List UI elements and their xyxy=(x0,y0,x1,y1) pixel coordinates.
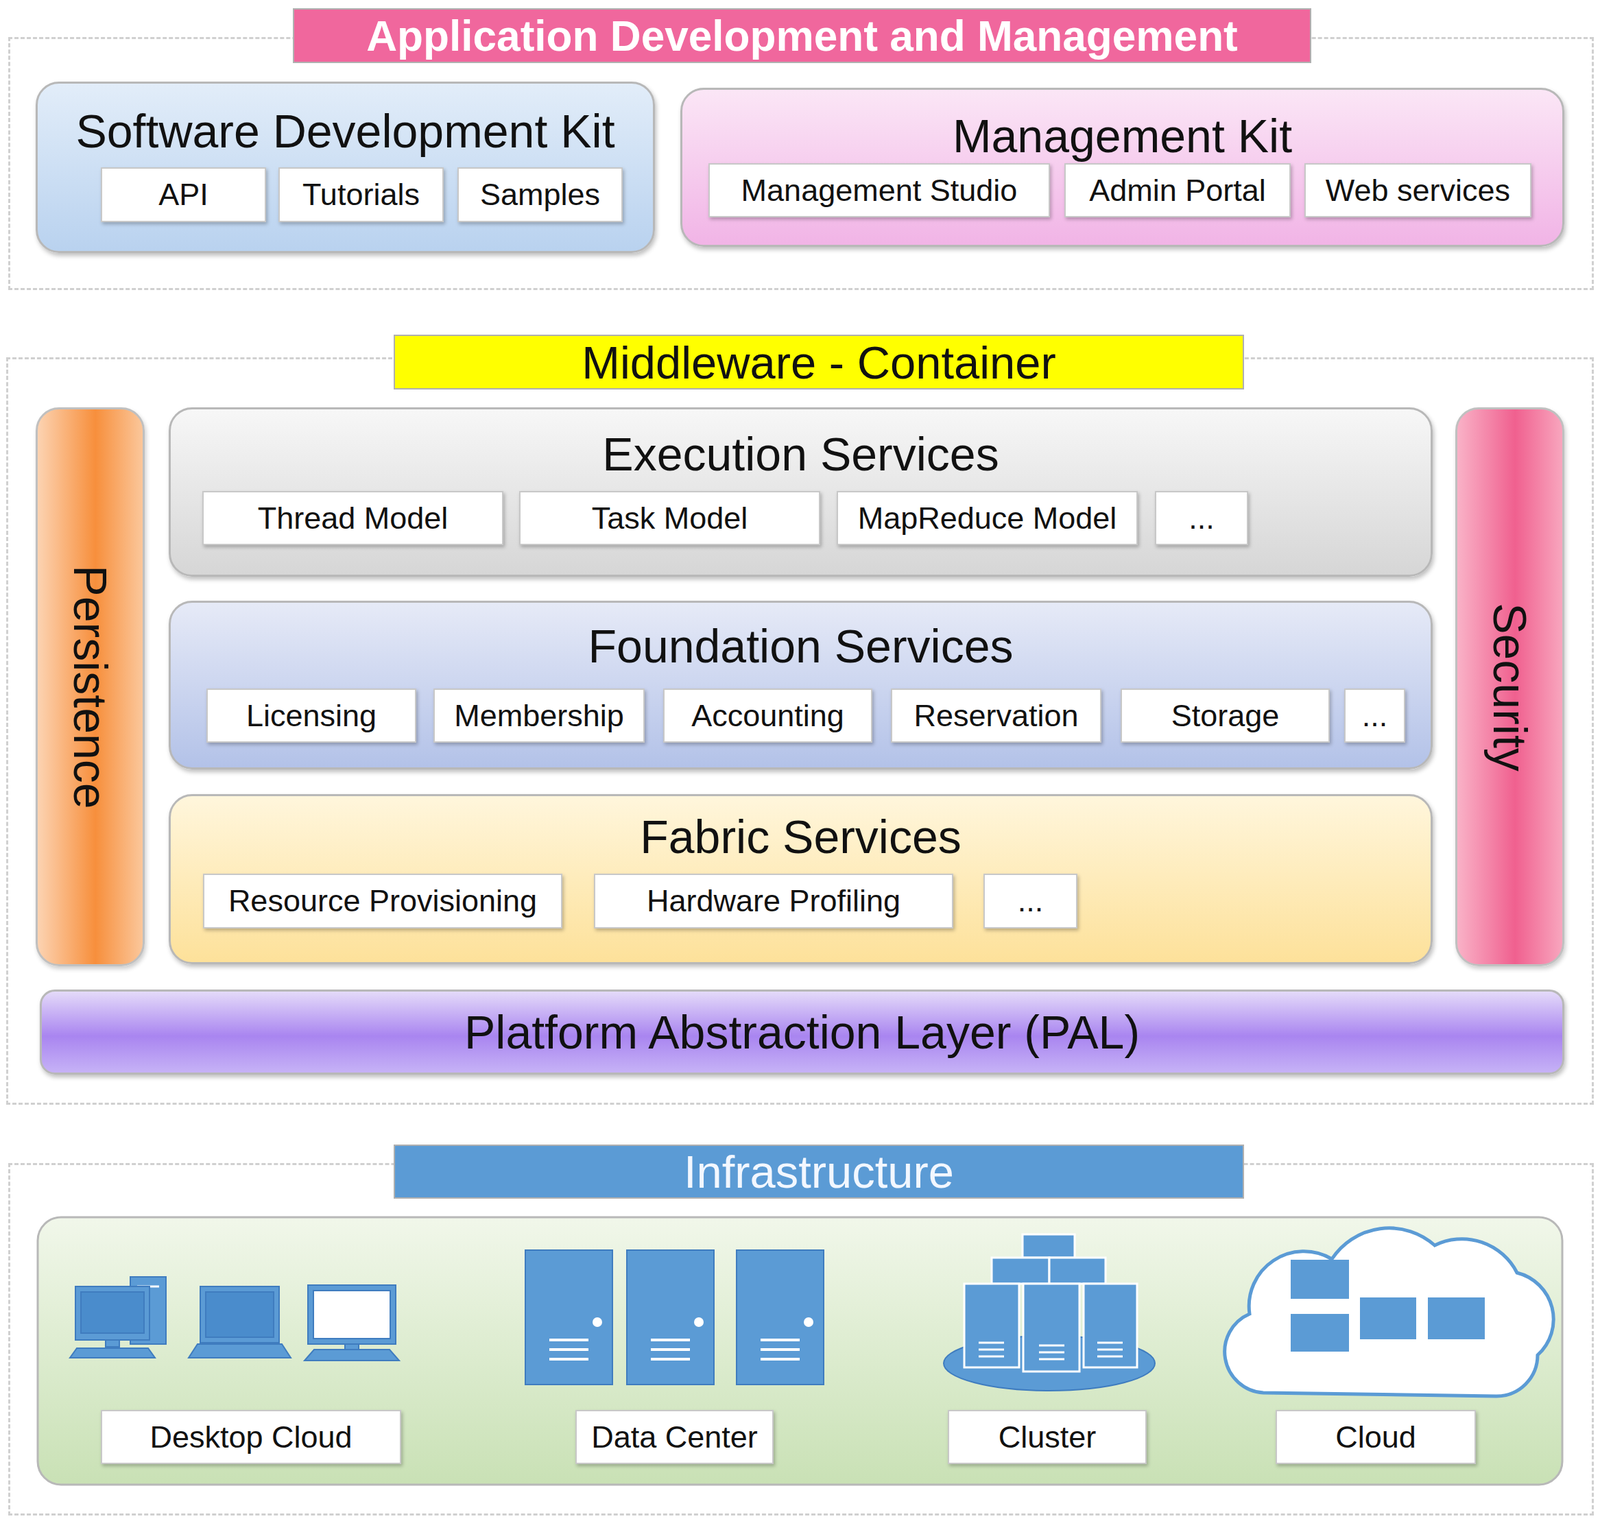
item-label: Reservation xyxy=(913,698,1079,734)
heading-text: Persistence xyxy=(63,565,118,809)
item-box: Thread Model xyxy=(202,491,504,546)
heading-text: Execution Services xyxy=(602,428,999,481)
heading-row: Execution Services xyxy=(170,428,1431,481)
heading-text: Security xyxy=(1483,602,1537,772)
layer-title: Middleware - Container xyxy=(393,334,1245,390)
item-label: API xyxy=(158,176,209,213)
item-box: Task Model xyxy=(519,491,821,546)
kit-panel: Software Development KitAPI Tutorials Samp… xyxy=(35,81,655,254)
layer-group: InfrastructureDesktop CloudData CenterCl… xyxy=(8,1163,1594,1516)
item-box: Data Center xyxy=(575,1410,774,1465)
item-label: Data Center xyxy=(591,1419,758,1456)
item-label: Management Studio xyxy=(741,172,1018,209)
item-box: Tutorials xyxy=(278,167,444,223)
service-panel: Fabric ServicesResource Provisioning Hard… xyxy=(168,794,1433,965)
item-box: ... xyxy=(983,873,1078,929)
heading-row: Management Kit xyxy=(682,110,1563,162)
item-box: Reservation xyxy=(890,688,1102,743)
side-bar: Persistence xyxy=(35,407,145,967)
pal-bar: Platform Abstraction Layer (PAL) xyxy=(39,989,1565,1075)
heading-text: Fabric Services xyxy=(639,811,962,863)
item-box: MapReduce Model xyxy=(836,491,1138,546)
side-bar: Security xyxy=(1455,407,1565,967)
heading-text: Foundation Services xyxy=(588,620,1014,673)
item-label: Hardware Profiling xyxy=(646,883,901,919)
item-box: Licensing xyxy=(206,688,417,743)
item-label: ... xyxy=(1362,698,1389,734)
item-box: Storage xyxy=(1120,688,1330,743)
item-label: Accounting xyxy=(691,698,845,734)
item-box: ... xyxy=(1154,491,1249,546)
item-label: Thread Model xyxy=(257,500,449,537)
item-box: ... xyxy=(1344,688,1406,743)
heading-text: Management Kit xyxy=(952,110,1293,162)
item-box: Cluster xyxy=(947,1410,1147,1465)
item-box: Accounting xyxy=(663,688,873,743)
layer-group: Application Development and ManagementSo… xyxy=(8,37,1594,291)
item-label: Membership xyxy=(454,698,625,734)
item-label: Desktop Cloud xyxy=(149,1419,352,1456)
item-box: Web services xyxy=(1304,163,1532,218)
item-label: Cluster xyxy=(998,1419,1097,1456)
item-label: Tutorials xyxy=(302,176,420,213)
item-label: Web services xyxy=(1325,172,1511,209)
layer-title: Infrastructure xyxy=(393,1144,1245,1199)
item-label: Admin Portal xyxy=(1089,172,1267,209)
item-box: Resource Provisioning xyxy=(203,873,563,929)
item-box: Membership xyxy=(433,688,645,743)
item-box: Samples xyxy=(457,167,623,223)
heading-row: Fabric Services xyxy=(170,811,1431,863)
item-box: API xyxy=(100,167,267,223)
item-label: ... xyxy=(1017,883,1044,919)
heading-text: Platform Abstraction Layer (PAL) xyxy=(464,1005,1140,1059)
item-label: Samples xyxy=(480,176,601,213)
heading-row: Software Development Kit xyxy=(37,105,653,158)
item-label: Cloud xyxy=(1335,1419,1417,1456)
heading-text: Software Development Kit xyxy=(75,105,615,158)
item-box: Management Studio xyxy=(708,163,1050,218)
service-panel: Execution ServicesThread Model Task Model… xyxy=(168,407,1433,577)
kit-panel: Management KitManagement Studio Admin Por… xyxy=(680,87,1565,247)
item-label: Resource Provisioning xyxy=(228,883,537,919)
item-box: Desktop Cloud xyxy=(100,1410,402,1465)
layer-group: Middleware - ContainerPersistenceExecuti… xyxy=(6,357,1594,1105)
item-label: MapReduce Model xyxy=(857,500,1118,537)
item-label: Storage xyxy=(1171,698,1280,734)
item-box: Hardware Profiling xyxy=(593,873,954,929)
item-label: Licensing xyxy=(246,698,377,734)
heading-row: Foundation Services xyxy=(170,620,1431,673)
item-label: Task Model xyxy=(591,500,749,537)
service-panel: Foundation ServicesLicensing Membership Ac… xyxy=(168,600,1433,770)
layer-title: Application Development and Management xyxy=(292,8,1312,64)
item-label: ... xyxy=(1188,500,1215,537)
item-box: Cloud xyxy=(1275,1410,1476,1465)
item-box: Admin Portal xyxy=(1064,163,1291,218)
